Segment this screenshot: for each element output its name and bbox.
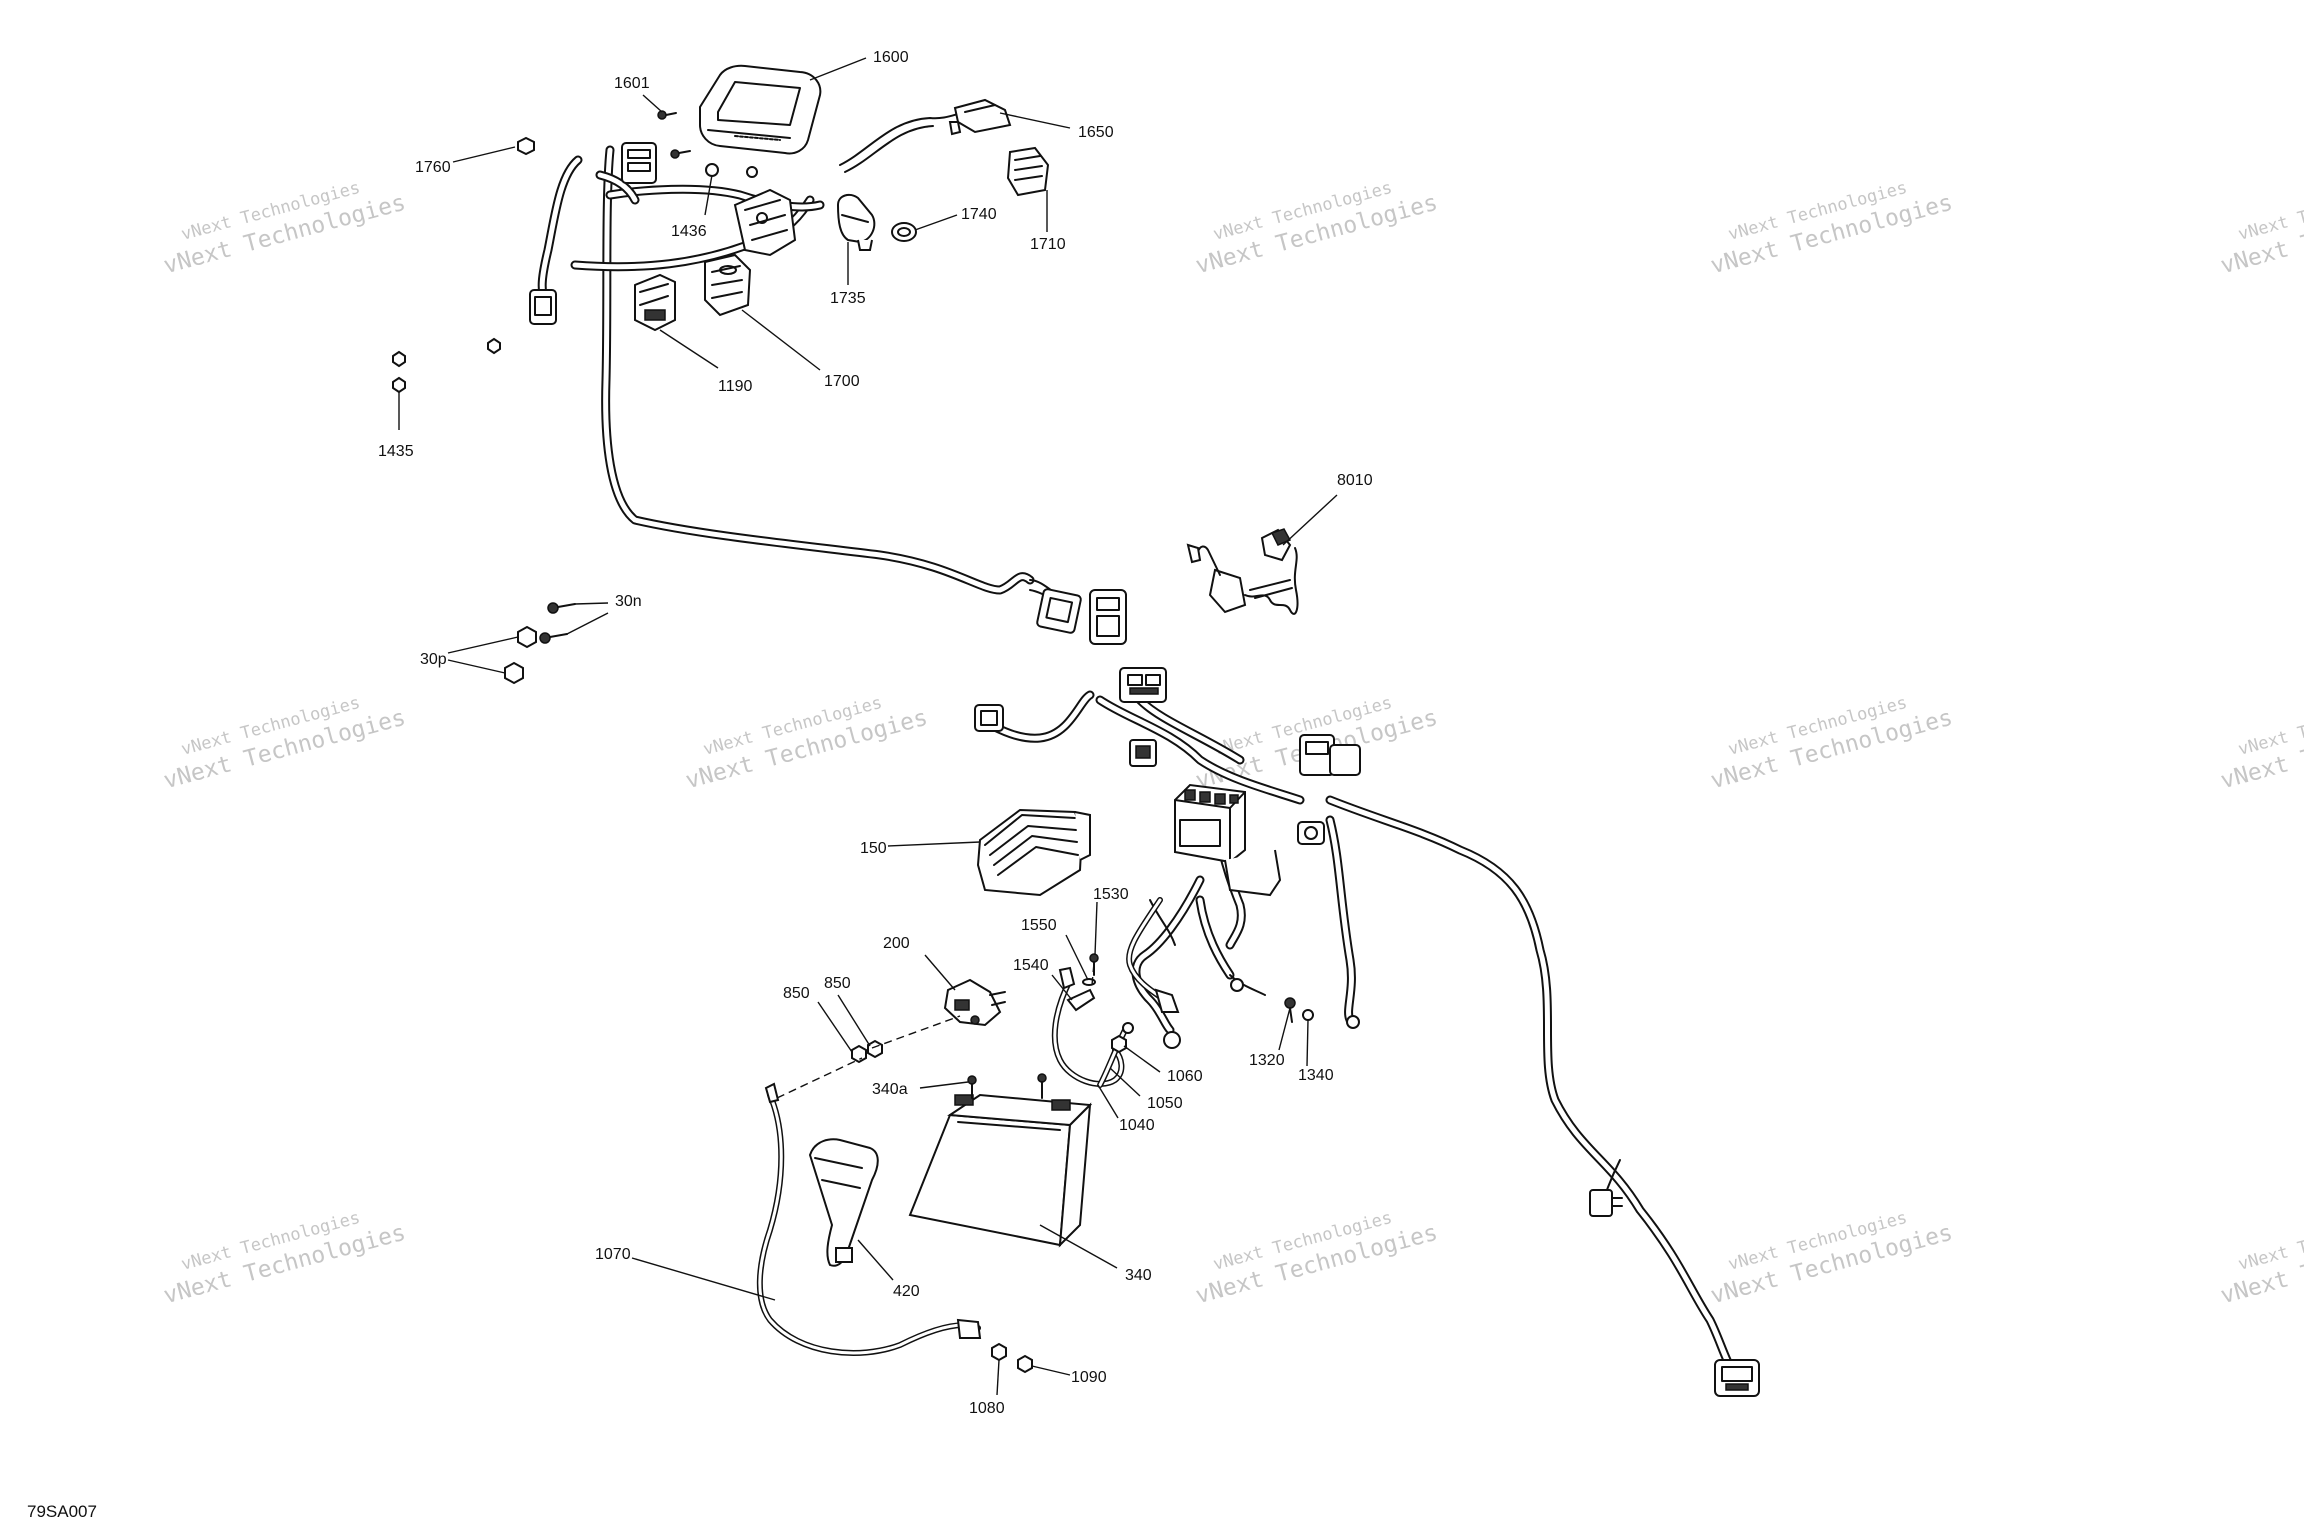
harness-connector bbox=[974, 704, 1004, 732]
starter-solenoid bbox=[943, 978, 1006, 1027]
connector-1650 bbox=[948, 98, 1012, 136]
connector-1710 bbox=[1006, 146, 1050, 197]
safety-lanyard-key bbox=[1186, 528, 1299, 615]
watermark: vNext Technologies vNext Technologies bbox=[1193, 1208, 1440, 1309]
harness-connector bbox=[1089, 589, 1127, 645]
callout-1050: 1050 bbox=[1147, 1095, 1183, 1112]
red-positive-cable bbox=[1126, 897, 1180, 1013]
harness-connector bbox=[1714, 1359, 1760, 1397]
switch-1190 bbox=[634, 273, 676, 332]
screw-340a bbox=[967, 1073, 1047, 1099]
battery-ground-cable bbox=[1097, 1022, 1134, 1088]
callout-1190: 1190 bbox=[718, 378, 753, 395]
watermark: vNext Technologies vNext Technologies bbox=[683, 693, 930, 794]
nut-1080 bbox=[991, 1342, 1007, 1362]
callout-30p: 30p bbox=[420, 651, 447, 668]
nut-30p bbox=[504, 625, 537, 685]
watermark: vNext Technologies vNext Technologies bbox=[1708, 693, 1955, 794]
callout-1710: 1710 bbox=[1030, 236, 1066, 253]
battery-strap bbox=[808, 1138, 879, 1267]
switch-1700 bbox=[704, 253, 752, 317]
callout-1435: 1435 bbox=[378, 443, 414, 460]
callout-150: 150 bbox=[860, 840, 887, 857]
harness-connector bbox=[1589, 1189, 1623, 1217]
watermark: vNext Technologies vNext Technologies bbox=[161, 693, 408, 794]
nut-1435 bbox=[392, 337, 501, 394]
cable-1070 bbox=[756, 1082, 982, 1356]
watermark: vNext Technologies vNext Technologies bbox=[2218, 693, 2304, 794]
callout-1760: 1760 bbox=[415, 159, 451, 176]
callout-1740: 1740 bbox=[961, 206, 997, 223]
callout-8010: 8010 bbox=[1337, 472, 1373, 489]
callout-850-b: 850 bbox=[783, 985, 810, 1002]
harness-connector bbox=[1299, 734, 1361, 776]
callout-340a: 340a bbox=[872, 1081, 908, 1098]
callout-1550: 1550 bbox=[1021, 917, 1057, 934]
callout-1601: 1601 bbox=[614, 75, 650, 92]
callout-30n: 30n bbox=[615, 593, 642, 610]
grommet bbox=[517, 136, 535, 156]
watermark: vNext Technologies vNext Technologies bbox=[161, 178, 408, 279]
callout-850-a: 850 bbox=[824, 975, 851, 992]
watermark-layer: vNext Technologies vNext Technologies vN… bbox=[161, 178, 2304, 1309]
callout-1070: 1070 bbox=[595, 1246, 631, 1263]
watermark: vNext Technologies vNext Technologies bbox=[1193, 178, 1440, 279]
callout-1735: 1735 bbox=[830, 290, 866, 307]
fuse-box bbox=[1174, 783, 1282, 897]
washer-1340 bbox=[1302, 1009, 1314, 1021]
watermark: vNext Technologies vNext Technologies bbox=[2218, 1208, 2304, 1309]
nut-850 bbox=[851, 1039, 883, 1064]
callout-1090: 1090 bbox=[1071, 1369, 1107, 1386]
callout-1436: 1436 bbox=[671, 223, 707, 240]
voltage-regulator bbox=[976, 808, 1091, 897]
watermark: vNext Technologies vNext Technologies bbox=[2218, 178, 2304, 279]
mounting-bracket bbox=[733, 188, 797, 257]
harness-connector bbox=[529, 289, 557, 325]
harness-connector bbox=[1119, 667, 1167, 703]
callout-340: 340 bbox=[1125, 1267, 1152, 1284]
harness-connector bbox=[621, 142, 657, 184]
figure-code: 79SA007 bbox=[27, 1502, 97, 1521]
leader-lines bbox=[398, 57, 1338, 1396]
front-wiring-harness bbox=[537, 110, 1066, 607]
callout-1320: 1320 bbox=[1249, 1052, 1285, 1069]
terminal-1540 bbox=[1066, 988, 1096, 1012]
screw bbox=[657, 110, 691, 159]
harness-connector bbox=[1129, 739, 1157, 767]
harness-connector bbox=[1036, 588, 1082, 634]
socket-1740 bbox=[891, 222, 917, 242]
nut-1060 bbox=[1111, 1034, 1127, 1054]
watermark: vNext Technologies vNext Technologies bbox=[161, 1208, 408, 1309]
screw-30n bbox=[539, 602, 576, 644]
watermark: vNext Technologies vNext Technologies bbox=[1708, 178, 1955, 279]
callout-1530: 1530 bbox=[1093, 886, 1129, 903]
instrument-cluster bbox=[699, 64, 822, 155]
callout-1080: 1080 bbox=[969, 1400, 1005, 1417]
lamp-1735 bbox=[836, 193, 876, 251]
battery-negative-cable bbox=[1051, 966, 1125, 1087]
watermark: vNext Technologies vNext Technologies bbox=[1708, 1208, 1955, 1309]
callout-1700: 1700 bbox=[824, 373, 860, 390]
callout-1600: 1600 bbox=[873, 49, 909, 66]
callout-labels: 1600 1601 1650 1760 1436 1740 1710 1735 … bbox=[378, 49, 1373, 1417]
callout-1540: 1540 bbox=[1013, 957, 1049, 974]
nut-1090 bbox=[1017, 1354, 1033, 1374]
harness-connector bbox=[1297, 821, 1325, 845]
ring-terminal bbox=[1163, 978, 1360, 1049]
washer-1550 bbox=[1082, 978, 1096, 986]
callout-420: 420 bbox=[893, 1283, 920, 1300]
callout-1060: 1060 bbox=[1167, 1068, 1203, 1085]
battery bbox=[908, 1093, 1093, 1248]
callout-1650: 1650 bbox=[1078, 124, 1114, 141]
rear-wiring-harness bbox=[980, 690, 1740, 1380]
callout-200: 200 bbox=[883, 935, 910, 952]
nut bbox=[705, 163, 758, 178]
callout-1340: 1340 bbox=[1298, 1067, 1334, 1084]
callout-1040: 1040 bbox=[1119, 1117, 1155, 1134]
